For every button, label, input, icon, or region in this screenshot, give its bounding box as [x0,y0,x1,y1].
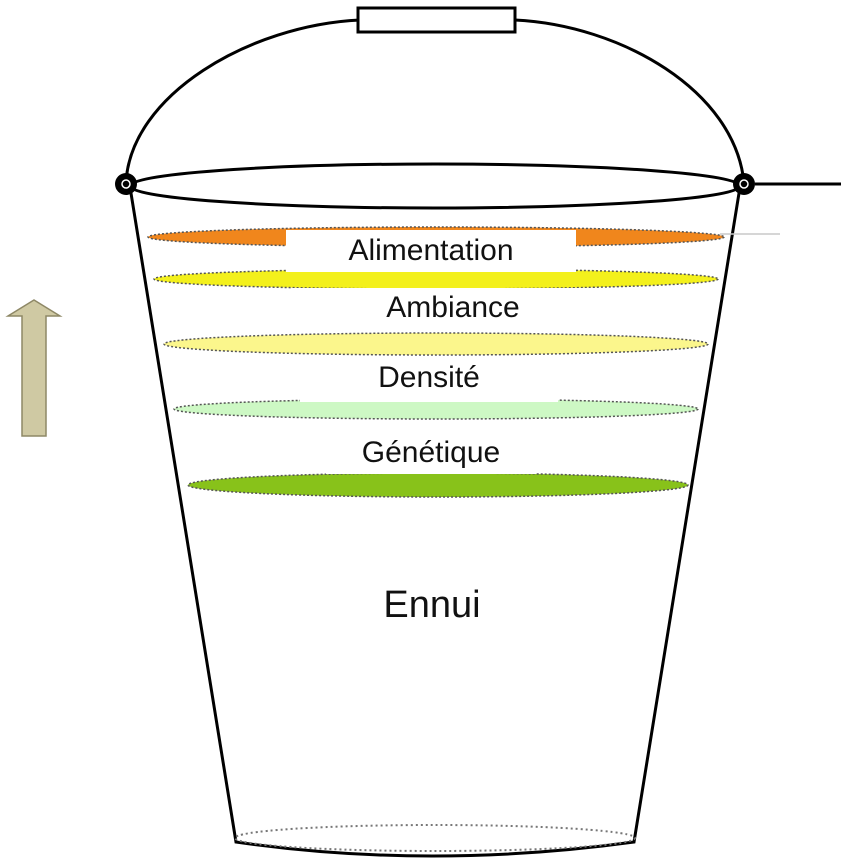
right-rivet [733,173,755,195]
layer-disc-genetique [174,399,698,419]
up-arrow-icon [8,300,60,436]
bucket-handle [126,20,744,183]
handle-grip [358,8,515,32]
layer-label-alimentation: Alimentation [286,230,576,272]
layer-disc-ambiance [154,269,718,289]
layer-label-genetique: Génétique [326,432,536,474]
left-rivet [115,173,137,195]
layer-label-densite: Densité [300,356,558,402]
layer-label-ambiance: Ambiance [292,288,614,330]
bucket-bottom-rim [235,825,635,851]
base-label-ennui: Ennui [352,578,512,630]
bucket-top-rim [130,164,740,208]
layer-disc-base [188,473,688,497]
layer-disc-densite [164,333,708,355]
